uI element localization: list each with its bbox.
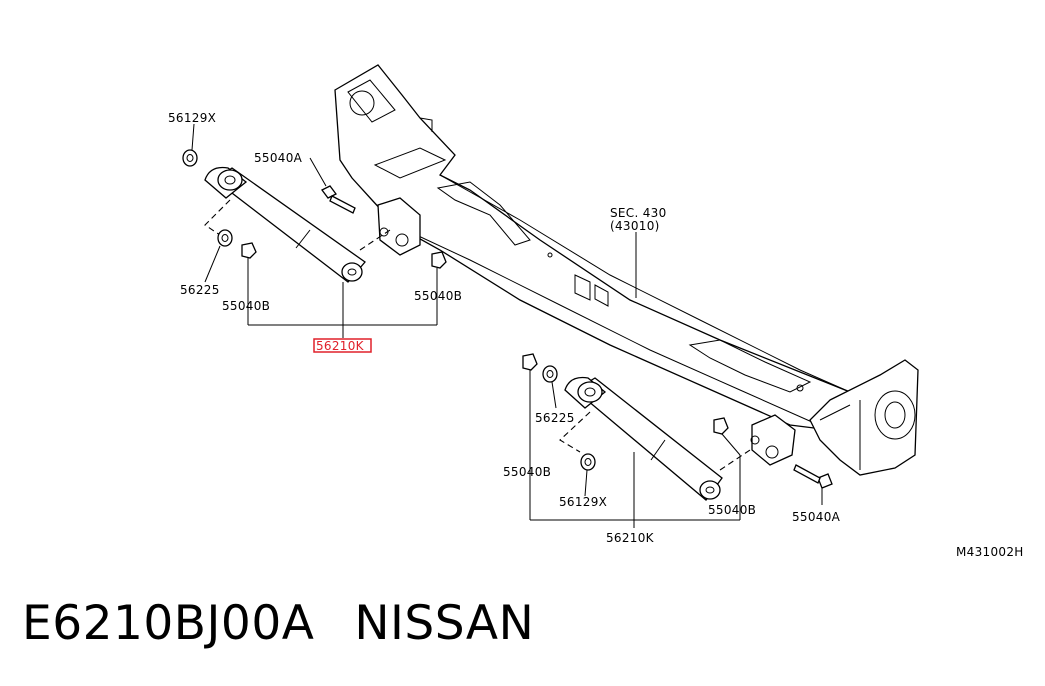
label-56129x-top: 56129X [168,111,216,125]
label-55040b-bottom-left: 55040B [503,465,551,479]
label-56210k-highlight: 56210K [316,339,365,353]
label-56210k-bottom: 56210K [606,531,655,545]
label-sec-430: SEC. 430 [610,206,667,220]
label-55040a-bottom: 55040A [792,510,841,524]
label-56225-left: 56225 [180,283,220,297]
label-55040b-right-top: 55040B [414,289,462,303]
hardware [182,123,833,521]
parts-diagram: 56129X 55040A 56225 55040B 55040B 56210K… [168,64,1024,559]
label-55040b-bottom-right: 55040B [708,503,756,517]
part-number: E6210BJ00A [22,596,315,651]
caption: E6210BJ00A NISSAN [22,596,574,651]
label-55040b-left: 55040B [222,299,270,313]
drawing-code: M431002H [956,545,1024,559]
highlight-box [313,338,372,353]
label-56225-bottom: 56225 [535,411,575,425]
label-sec-430-sub: (43010) [610,219,660,233]
rear-axle-beam [334,64,919,476]
label-56129x-bottom: 56129X [559,495,607,509]
left-shock-absorber [204,166,391,338]
brand-name: NISSAN [354,596,535,651]
right-shock-absorber [559,376,751,528]
part-labels: 56129X 55040A 56225 55040B 55040B 56210K… [168,111,1024,559]
label-55040a-top: 55040A [254,151,303,165]
